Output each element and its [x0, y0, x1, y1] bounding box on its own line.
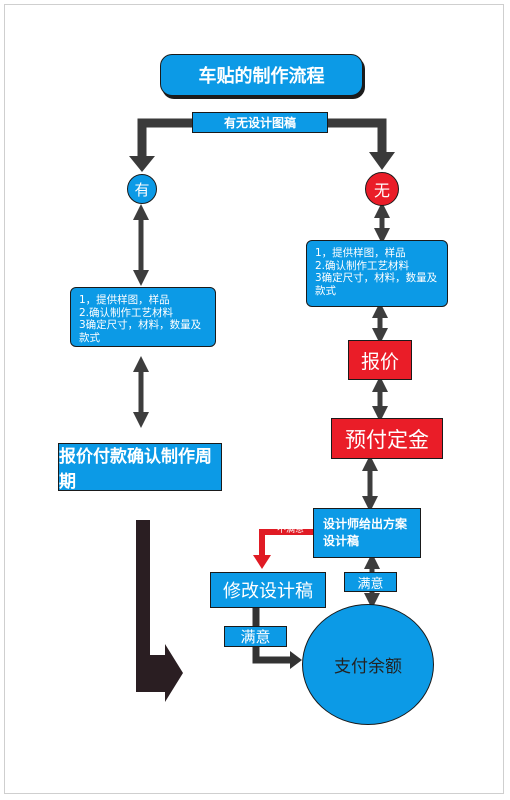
deposit-node: 预付定金	[331, 418, 443, 459]
diagram-title: 车贴的制作流程	[160, 54, 363, 96]
quote-node: 报价	[348, 340, 412, 380]
page-frame	[4, 4, 504, 794]
designer-proposal-node: 设计师给出方案 设计稿	[313, 508, 421, 558]
satisfied-label-right: 满意	[344, 572, 397, 592]
branch-no-node: 无	[365, 172, 399, 206]
pay-confirm-cycle-node: 报价付款确认制作周期	[58, 443, 222, 492]
revise-to-final-connector	[252, 608, 302, 669]
not-satisfied-connector	[253, 529, 313, 569]
branch-yes-connector	[129, 118, 192, 172]
left-requirements-box: 1，提供样图，样品 2.确认制作工艺材料 3确定尺寸，材料，数量及款式	[70, 287, 216, 347]
not-satisfied-label: 不满意	[277, 525, 305, 535]
design-draft-question: 有无设计图稿	[192, 112, 328, 133]
revise-draft-node: 修改设计稿	[210, 572, 326, 608]
pay-to-final-connector	[136, 520, 183, 702]
branch-no-connector	[328, 118, 395, 170]
right-requirements-box: 1，提供样图，样品 2.确认制作工艺材料 3确定尺寸，材料，数量及款式	[306, 240, 448, 307]
final-payment-node: 支付余额	[302, 604, 434, 725]
branch-yes-node: 有	[127, 174, 157, 204]
satisfied-label-left: 满意	[224, 626, 287, 647]
